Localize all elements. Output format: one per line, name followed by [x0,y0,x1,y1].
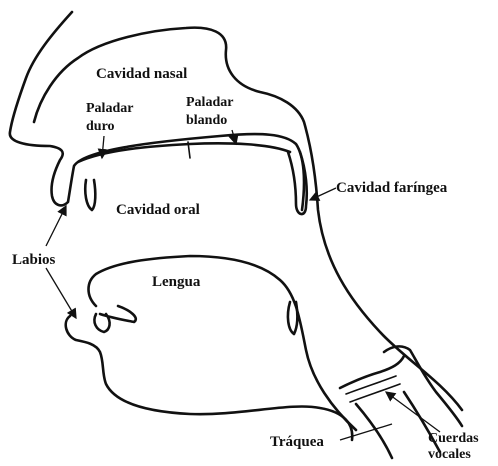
larynx-front [340,356,404,388]
cuerdas-arrow [386,392,440,432]
epiglottis [288,302,297,334]
trachea-front [356,404,392,458]
label-labios: Labios [12,252,56,268]
palate-line [78,143,290,162]
label-traquea: Tráquea [270,434,324,450]
label-paladar-blando-2: blando [186,113,227,128]
head-outline [10,12,304,210]
nasal-pharynx-wall [34,28,462,410]
label-paladar-duro-1: Paladar [86,101,133,116]
faringea-arrow [310,188,336,200]
vocal-folds [346,376,400,402]
paladar-blando-arrow [232,130,236,144]
lower-jaw-outline [66,316,353,440]
label-cavidad-faringea: Cavidad faríngea [336,180,448,196]
labios-arrow-up [46,206,66,246]
label-cuerdas-vocales-1: Cuerdas [428,431,479,446]
labios-arrow-down [46,268,76,318]
label-lengua: Lengua [152,274,201,290]
label-paladar-duro-2: duro [86,119,115,134]
label-paladar-blando-1: Paladar [186,95,233,110]
label-cavidad-oral: Cavidad oral [116,202,200,218]
traquea-pointer [340,424,392,440]
label-cuerdas-vocales-2: vocales [428,447,471,461]
upper-teeth [85,180,95,210]
label-cavidad-nasal: Cavidad nasal [96,66,187,82]
